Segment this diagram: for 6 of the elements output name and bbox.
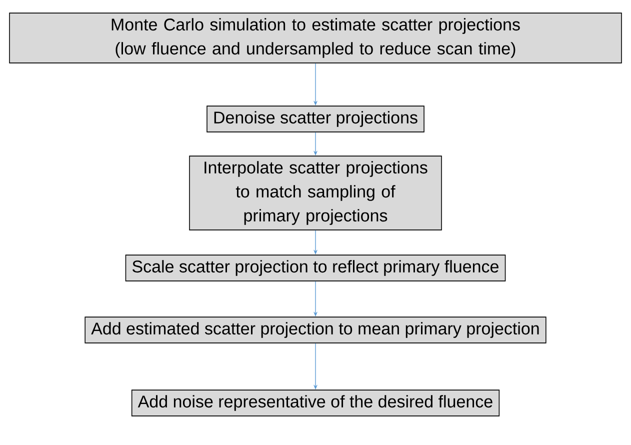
process-box: Scale scatter projection to reflect primary fluence: [125, 254, 506, 282]
process-box: Denoise scatter projections: [206, 106, 424, 132]
process-box: Monte Carlo simulation to estimate scatter projections (low fluence and undersampled to reduce scan time): [9, 12, 622, 64]
process-box: Interpolate scatter projections to match sampling of primary projections: [189, 156, 442, 230]
process-box: Add estimated scatter projection to mean primary projection: [84, 316, 546, 344]
process-box: Add noise representative of the desired fluence: [131, 390, 500, 416]
